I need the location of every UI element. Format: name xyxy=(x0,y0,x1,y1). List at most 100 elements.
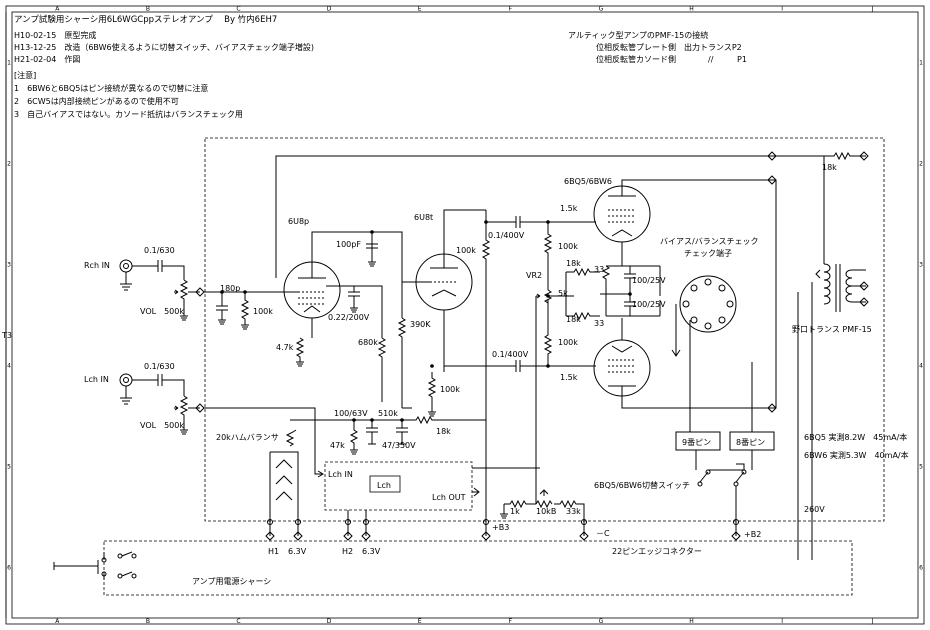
r33k-label: 33k xyxy=(566,507,581,516)
tube-select-switch[interactable] xyxy=(697,463,747,520)
frame-number-left: 6 xyxy=(7,565,11,572)
label-t3: T3 xyxy=(1,331,12,340)
r15k-b-label: 1.5k xyxy=(560,373,578,382)
frame-number-right: 5 xyxy=(919,464,923,471)
lch-volume-pot xyxy=(174,395,324,478)
frame-letter-bottom: H xyxy=(689,618,694,625)
r15k-a-label: 1.5k xyxy=(560,204,578,213)
r18k-bias xyxy=(565,267,600,321)
power-switches[interactable] xyxy=(117,551,137,579)
r100k-g1-label: 100k xyxy=(558,242,578,251)
rch-volume-pot xyxy=(174,279,205,321)
coupling-cap-lower xyxy=(512,360,596,372)
note-2: 2 6CW5は内部接続ピンがあるので使用不可 xyxy=(14,96,179,106)
grid-stoppers xyxy=(543,222,553,366)
pot-5k-label: 5k xyxy=(558,289,568,298)
frame-letter-bottom: D xyxy=(327,618,332,625)
tube-v2-label: 6U8t xyxy=(414,213,433,222)
spec-6bq5: 6BQ5 実測8.2W 45mA/本 xyxy=(804,432,907,442)
notes-title: [注意] xyxy=(14,70,36,80)
frame-letter-top: C xyxy=(236,6,240,13)
decoupling-network xyxy=(290,415,486,455)
connection-note-title: アルティック型アンプのPMF-15の接続 xyxy=(568,30,708,40)
coupling-cap-lower-label: 0.1/400V xyxy=(492,350,529,359)
r47k-label: 4.7k xyxy=(276,343,294,352)
r680k xyxy=(377,337,387,402)
c100-25-a-label: 100/25V xyxy=(632,276,666,285)
switch-label: 6BQ5/6BW6切替スイッチ xyxy=(594,480,690,490)
r680k-label: 680k xyxy=(358,338,378,347)
r33-a-label: 33 xyxy=(594,265,604,274)
frame-number-left: 2 xyxy=(7,161,11,168)
lch-out-arrow xyxy=(472,487,480,497)
c180p-label: 180p xyxy=(220,284,240,293)
connection-note-line1: 位相反転管プレート側 出力トランスP2 xyxy=(596,42,742,52)
frame-letter-top: D xyxy=(327,6,332,13)
balance-pot-vr2 xyxy=(535,289,574,504)
pin8-box xyxy=(729,362,775,470)
r100k-plate-v2 xyxy=(481,210,491,520)
tube-output-lower xyxy=(593,318,776,409)
tube-v1-pentode xyxy=(283,231,373,338)
frame-letter-top: B xyxy=(146,6,150,13)
edge-terminals xyxy=(265,510,741,541)
rch-vol-label: VOL 500k xyxy=(140,307,184,316)
frame-letter-top: E xyxy=(418,6,422,13)
frame-letter-bottom: I xyxy=(781,618,783,625)
rch-in-label: Rch IN xyxy=(84,261,110,270)
connection-note-ditto: // xyxy=(708,55,714,64)
c100-63-label: 100/63V xyxy=(334,409,368,418)
xfmr-label: 野口トランス PMF-15 xyxy=(792,325,872,334)
frame-letter-top: I xyxy=(781,6,783,13)
c100pf-label: 100pF xyxy=(336,240,361,249)
r10kb-label: 10kB xyxy=(536,507,556,516)
note-1: 1 6BW6と6BQ5はピン接続が異なるので切替に注意 xyxy=(14,83,208,93)
grid-network xyxy=(204,290,300,330)
pin9-box xyxy=(675,362,721,470)
plate-wiring-v1 xyxy=(275,155,776,409)
b2-label: +B2 xyxy=(744,530,761,539)
c100pf xyxy=(366,243,378,267)
frame-number-right: 2 xyxy=(919,161,923,168)
frame-number-right: 4 xyxy=(919,363,923,370)
rch-input-cap xyxy=(157,260,185,280)
lch-box-label: Lch xyxy=(377,481,391,490)
frame-letter-bottom: B xyxy=(146,618,150,625)
cathode-network xyxy=(600,265,660,317)
lch-input-jack xyxy=(119,373,158,405)
bias-check-label: バイアス/バランスチェック xyxy=(660,237,759,246)
r1k-label: 1k xyxy=(510,507,520,516)
frame-number-right: 3 xyxy=(919,262,923,269)
lch-box xyxy=(369,475,401,493)
pin9-label: 9番ピン xyxy=(682,437,711,447)
power-plug xyxy=(53,552,107,580)
r100k-g2-label: 100k xyxy=(558,338,578,347)
r100k-grid-label: 100k xyxy=(253,307,273,316)
frame-letter-top: J xyxy=(871,6,874,13)
r390k-label: 390K xyxy=(410,320,431,329)
drawing-frame xyxy=(5,5,925,625)
spec-6bw6: 6BW6 実測5.3W 40mA/本 xyxy=(804,450,909,460)
r18k-b-label: 18k xyxy=(566,315,581,324)
hum-balancer[interactable] xyxy=(269,429,299,518)
history-line-1: H10-02-15 原型完成 xyxy=(14,30,96,40)
history-line-2: H13-12-25 改造（6BW6使えるように切替スイッチ、バイアスチェック端子… xyxy=(14,42,314,52)
bias-check-terminal[interactable] xyxy=(659,266,737,362)
v63a-label: 6.3V xyxy=(288,547,307,556)
r18k-dec-label: 18k xyxy=(436,427,451,436)
vr2-label: VR2 xyxy=(526,271,542,280)
r33-b-label: 33 xyxy=(594,319,604,328)
frame-letter-bottom: A xyxy=(55,618,60,625)
power-chassis-label: アンプ用電源シャーシ xyxy=(192,577,271,586)
c022-screen xyxy=(326,285,383,338)
lch-in-box-label: Lch IN xyxy=(328,470,353,479)
frame-letter-bottom: C xyxy=(236,618,240,625)
lch-board-boundary xyxy=(324,461,473,511)
power-chassis-boundary xyxy=(103,540,853,596)
r100k-cathode-v2 xyxy=(427,364,512,417)
b3-label: +B3 xyxy=(492,523,509,532)
